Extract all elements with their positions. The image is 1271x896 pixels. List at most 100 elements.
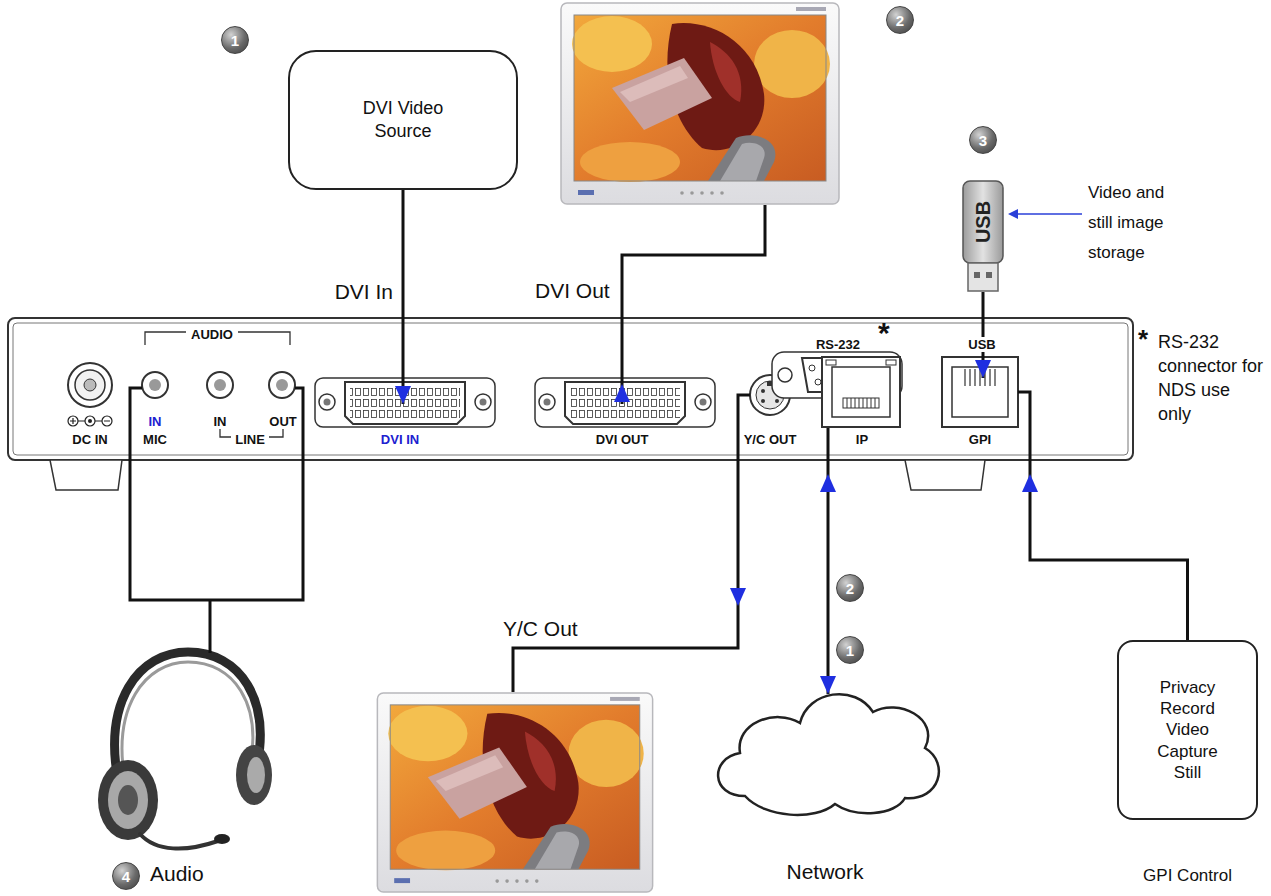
usb-stick: USB bbox=[962, 180, 1004, 292]
dvi-out-connector bbox=[695, 394, 711, 410]
yc-connector bbox=[775, 399, 779, 403]
callout-number: 2 bbox=[846, 581, 854, 596]
callout-number: 1 bbox=[846, 643, 854, 658]
edge-label-holder: DVI In bbox=[335, 280, 393, 304]
port-label-holder: MIC bbox=[143, 430, 167, 448]
text-label: DVI Out bbox=[535, 279, 610, 303]
port-label: USB bbox=[966, 337, 997, 352]
edge-label: DVI In bbox=[335, 280, 393, 303]
port-label: AUDIO bbox=[191, 327, 233, 342]
ip-jack bbox=[822, 357, 900, 427]
dvi-in-connector bbox=[315, 378, 495, 427]
label-holder: * bbox=[1138, 324, 1148, 355]
label-holder: Video and still image storage bbox=[1088, 178, 1188, 268]
callout-badge: 2 bbox=[836, 574, 864, 602]
text-label: * bbox=[878, 316, 890, 350]
rs232-connector bbox=[815, 379, 821, 385]
gpi-box-text: Privacy Record Video Capture Still bbox=[1146, 677, 1230, 783]
port-label-holder: RS-232 bbox=[816, 335, 860, 353]
dvi-in-connector bbox=[345, 382, 465, 424]
dc-jack bbox=[68, 416, 78, 426]
connector-line bbox=[402, 190, 405, 404]
callout-number: 1 bbox=[231, 33, 239, 48]
dvi-out-connector bbox=[535, 378, 715, 427]
monitor-figure bbox=[561, 3, 839, 204]
signal-wire bbox=[730, 588, 746, 606]
port-label: LINE bbox=[235, 432, 265, 447]
gpi-jack bbox=[942, 357, 1018, 427]
text-label: * bbox=[1138, 324, 1148, 355]
network-cloud: Network bbox=[705, 688, 945, 823]
usb-text-holder: USB bbox=[973, 201, 994, 243]
port-label: OUT bbox=[269, 414, 296, 429]
label-holder: * bbox=[878, 316, 890, 350]
callout-badge: 4 bbox=[112, 862, 140, 890]
callout-badge: 1 bbox=[221, 26, 249, 54]
headset-figure bbox=[247, 757, 265, 793]
gpi-heading-holder: GPI Control bbox=[1143, 866, 1232, 886]
dvi-out-connector bbox=[539, 394, 555, 410]
dvi-in-connector bbox=[480, 399, 487, 406]
port-label-holder: OUT bbox=[269, 412, 296, 430]
gpi-control-box: Privacy Record Video Capture StillGPI Co… bbox=[1117, 640, 1258, 820]
usb-stick-body bbox=[963, 181, 1003, 263]
rear-panel-housing bbox=[8, 318, 1133, 460]
port-label: DVI OUT bbox=[596, 432, 649, 447]
callout-number: 3 bbox=[979, 133, 987, 148]
signal-wire bbox=[622, 205, 765, 404]
signal-wire bbox=[614, 384, 630, 402]
dc-jack bbox=[68, 363, 112, 426]
rs232-connector bbox=[778, 368, 792, 382]
dvi-in-connector bbox=[350, 386, 460, 420]
dc-jack bbox=[78, 420, 110, 421]
signal-wire bbox=[513, 395, 750, 692]
gpi-heading: GPI Control bbox=[1143, 866, 1232, 885]
headset-figure bbox=[140, 834, 218, 849]
leader-arrow bbox=[1008, 209, 1018, 219]
dc-jack bbox=[70, 418, 76, 424]
text-label: Audio bbox=[150, 862, 204, 886]
signal-wire bbox=[130, 205, 765, 692]
audio-jacks bbox=[276, 379, 288, 391]
arrow-head bbox=[1022, 474, 1038, 492]
text-label: RS-232 connector for NDS use only bbox=[1158, 330, 1264, 426]
usb-plug-hole bbox=[974, 272, 980, 278]
port-label: GPI bbox=[969, 432, 991, 447]
arrow-head bbox=[820, 474, 836, 492]
network-label: Network bbox=[786, 860, 863, 883]
rear-panel-housing bbox=[13, 323, 1128, 455]
cloud-shape bbox=[718, 694, 939, 815]
gpi-jack bbox=[952, 367, 1008, 417]
gpi-jack bbox=[942, 357, 1018, 427]
text-label: Video and still image storage bbox=[1088, 178, 1188, 268]
headset-figure bbox=[98, 760, 158, 840]
port-label: IP bbox=[856, 432, 868, 447]
dc-jack bbox=[75, 370, 105, 400]
port-label: DVI IN bbox=[381, 432, 419, 447]
port-label-holder: IN bbox=[214, 412, 227, 430]
audio-jacks bbox=[142, 372, 168, 398]
callout-badge: 1 bbox=[836, 636, 864, 664]
headset-figure bbox=[214, 834, 230, 844]
usb-plug bbox=[968, 263, 998, 291]
port-label-holder: Y/C OUT bbox=[744, 430, 797, 448]
callout-badge: 2 bbox=[886, 6, 914, 34]
port-label: Y/C OUT bbox=[744, 432, 797, 447]
audio-jacks bbox=[149, 379, 161, 391]
leader-arrow bbox=[1008, 209, 1082, 219]
dvi-in-connector bbox=[319, 394, 335, 410]
arrow-head bbox=[820, 676, 836, 694]
dvi-in-connector bbox=[315, 378, 495, 427]
ip-jack bbox=[822, 357, 900, 427]
rs232-connector bbox=[809, 365, 815, 371]
label-holder: Audio bbox=[150, 862, 204, 886]
yc-connector bbox=[761, 399, 765, 403]
headset-figure bbox=[236, 745, 272, 805]
port-label: RS-232 bbox=[816, 337, 860, 352]
ip-jack bbox=[886, 360, 896, 365]
dvi-out-connector bbox=[565, 382, 685, 424]
port-label: DC IN bbox=[72, 432, 107, 447]
text-label: Y/C Out bbox=[503, 617, 578, 641]
